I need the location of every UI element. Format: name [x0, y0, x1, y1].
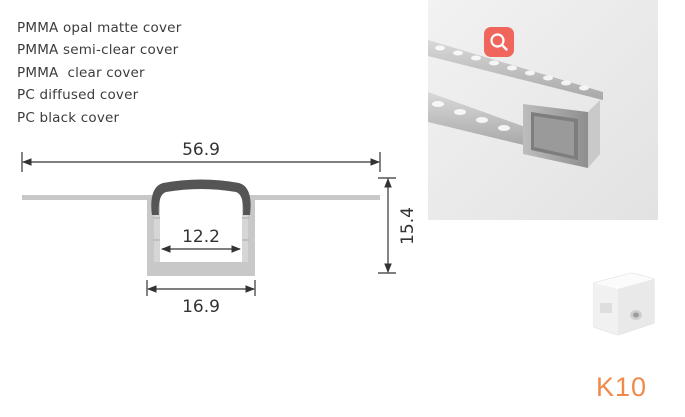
- profile-flange-left: [22, 195, 150, 200]
- model-number: K10: [596, 372, 648, 402]
- cover-option: PC diffused cover: [17, 87, 139, 104]
- cover-option: PMMA opal matte cover: [17, 20, 182, 36]
- inner-width-label: 12.2: [182, 227, 220, 247]
- overall-width-label: 56.9: [182, 140, 220, 160]
- zoom-icon: [490, 33, 508, 51]
- profile-flange-right: [252, 195, 380, 200]
- channel-width-label: 16.9: [182, 297, 220, 317]
- zoom-button[interactable]: [484, 27, 514, 57]
- cover-option: PC black cover: [17, 109, 120, 126]
- cover-option: PMMA semi-clear cover: [17, 42, 179, 59]
- profile-cross-section-drawing: 56.9 12.2 16.9 15.4: [21, 140, 418, 317]
- cover-options-list: PMMA opal matte cover PMMA semi-clear co…: [17, 17, 181, 129]
- height-label: 15.4: [398, 207, 418, 245]
- end-cap-image: [593, 272, 655, 336]
- cover-option: PMMA clear cover: [17, 64, 145, 81]
- product-photo[interactable]: [428, 0, 658, 220]
- diffuser-cover: [151, 179, 251, 215]
